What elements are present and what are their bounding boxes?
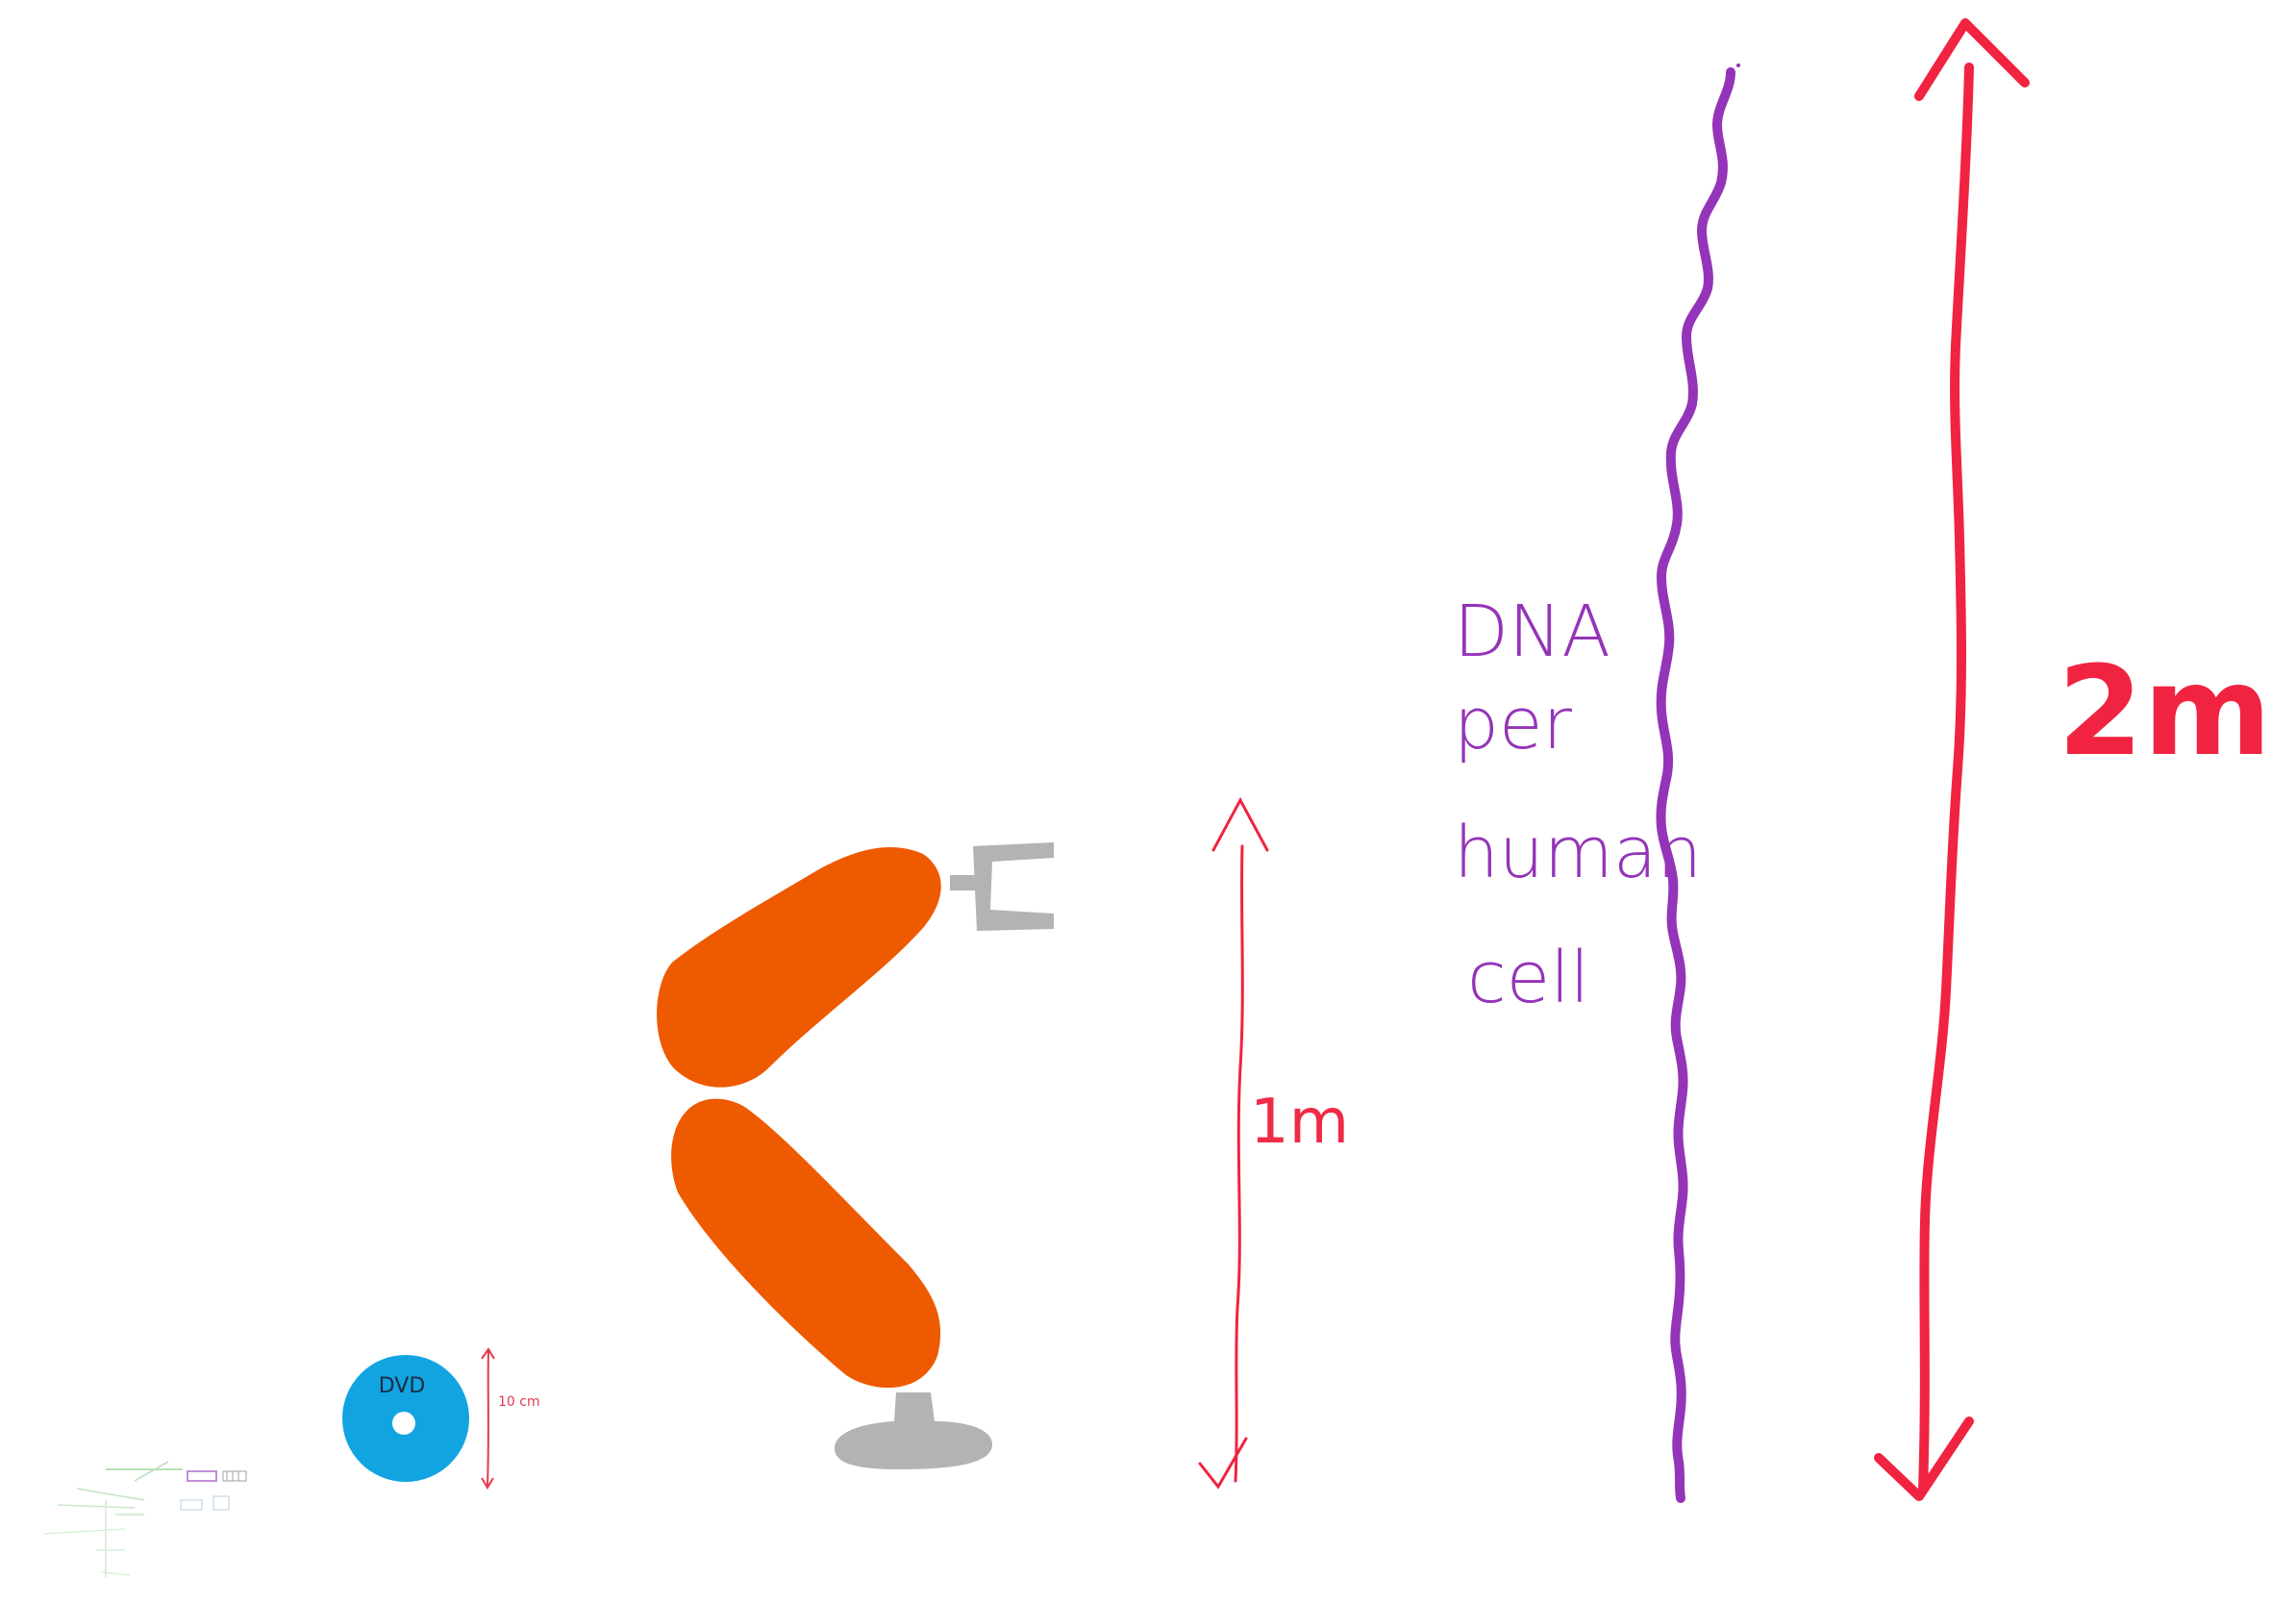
dna-strand-end-dot bbox=[1736, 63, 1740, 67]
dvd-scale-arrow bbox=[481, 1347, 495, 1490]
dna-strand-icon[interactable] bbox=[1656, 67, 1735, 1503]
robot-lower-arm bbox=[671, 1098, 941, 1389]
dna-scale-arrow bbox=[1874, 18, 2030, 1501]
robot-upper-arm bbox=[657, 847, 941, 1088]
dvd-size-label: 10 cm bbox=[498, 1394, 540, 1410]
dna-label-line1: DNA bbox=[1454, 590, 1610, 673]
robot-scale-arrow bbox=[1198, 796, 1269, 1490]
robot-size-label: 1m bbox=[1250, 1087, 1349, 1158]
dvd-label: DVD bbox=[379, 1374, 426, 1398]
dna-label-line2: per bbox=[1454, 683, 1573, 765]
robot-gripper bbox=[950, 842, 1054, 931]
robot-arm-icon[interactable] bbox=[657, 842, 1054, 1469]
dna-size-label: 2m bbox=[2058, 640, 2271, 784]
dna-label: DNA per human cell bbox=[1454, 590, 1702, 1019]
robot-base bbox=[835, 1392, 992, 1469]
dna-label-line4: cell bbox=[1467, 937, 1589, 1019]
dvd-disc-icon[interactable]: DVD bbox=[342, 1355, 469, 1482]
minimap-thumbnail[interactable] bbox=[35, 1452, 256, 1587]
